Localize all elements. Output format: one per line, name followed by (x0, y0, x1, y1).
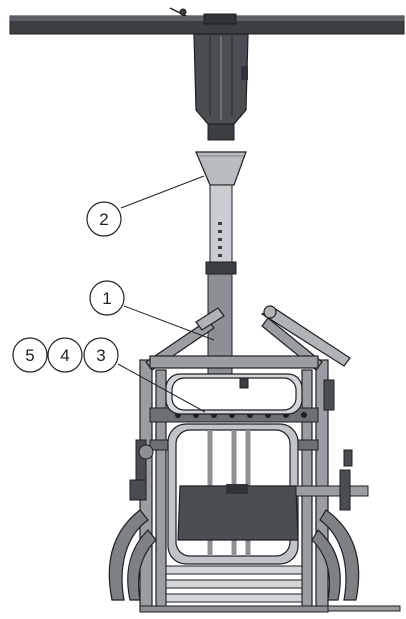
hoist-motor-unit (193, 13, 249, 141)
funnel-receiver (195, 151, 247, 186)
footrest-base (139, 565, 401, 613)
side-mechanisms (129, 379, 369, 511)
callout-leaders (117, 175, 215, 413)
callout-1: 1 (89, 280, 125, 316)
callout-3: 3 (83, 337, 119, 373)
telescopic-mast (205, 184, 237, 375)
callout-2-label: 2 (99, 210, 108, 229)
callout-1-label: 1 (102, 289, 111, 308)
seat-pan (177, 377, 299, 541)
callout-3-label: 3 (96, 346, 105, 365)
callout-4: 4 (47, 337, 83, 373)
curved-skids (108, 509, 360, 601)
callout-5: 5 (12, 337, 48, 373)
callout-2: 2 (86, 201, 122, 237)
callout-4-label: 4 (60, 346, 69, 365)
callout-5-label: 5 (25, 346, 34, 365)
side-handles (195, 305, 351, 367)
